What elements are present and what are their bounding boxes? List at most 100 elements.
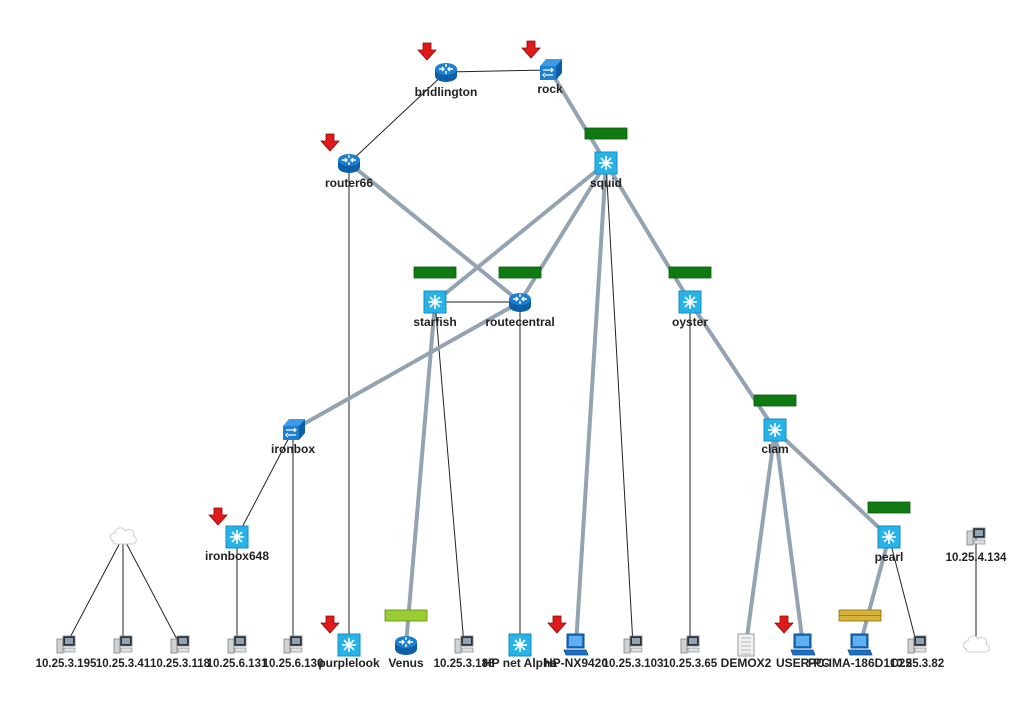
down-arrow-icon [417, 42, 437, 61]
node-bridlington[interactable]: bridlington [415, 42, 478, 99]
link-bridlington-router66[interactable] [348, 71, 447, 164]
node-n_10_25_6_131[interactable]: 10.25.6.131 [207, 635, 268, 670]
status-bar [413, 266, 457, 279]
link-cloud1-n_10_25_3_195[interactable] [65, 536, 124, 646]
node-label: USER-PC [776, 656, 830, 670]
link-starfish-venus[interactable] [404, 301, 437, 646]
node-rock[interactable]: rock [521, 40, 563, 96]
l3-switch-icon [508, 633, 532, 657]
node-label: 10.25.3.188 [434, 658, 495, 670]
node-n_10_25_3_188[interactable]: 10.25.3.188 [434, 635, 495, 670]
cloud-icon [962, 635, 990, 653]
switch-icon [283, 419, 305, 440]
host-icon [227, 635, 247, 654]
node-pearl[interactable]: pearl [867, 501, 911, 564]
node-label: 10.25.4.134 [946, 552, 1007, 564]
node-clam[interactable]: clam [753, 394, 797, 456]
link-routecentral-ironbox[interactable] [292, 300, 521, 432]
node-n_10_25_6_130[interactable]: 10.25.6.130 [263, 635, 324, 670]
links-layer [65, 68, 977, 646]
link-squid-starfish[interactable] [433, 161, 608, 304]
l3-switch-icon [877, 525, 901, 549]
node-label: rock [537, 82, 563, 96]
link-cloud1-n_10_25_3_118[interactable] [122, 536, 181, 646]
link-clam-userpc[interactable] [773, 429, 805, 646]
l3-switch-icon [678, 290, 702, 314]
status-bar [867, 501, 911, 514]
node-label: oyster [672, 315, 708, 329]
node-squid[interactable]: squid [584, 127, 628, 190]
router-icon [509, 293, 531, 312]
node-label: clam [761, 442, 788, 456]
node-label: ironbox [271, 442, 315, 456]
l3-switch-icon [225, 525, 249, 549]
link-router66-routecentral[interactable] [347, 161, 522, 304]
switch-icon [540, 59, 562, 80]
node-venus[interactable]: Venus [384, 609, 428, 670]
node-starfish[interactable]: starfish [413, 266, 457, 329]
node-label: purplelook [318, 656, 380, 670]
link-bridlington-rock[interactable] [445, 69, 551, 73]
host-icon [623, 635, 643, 654]
node-purplelook[interactable]: purplelook [318, 615, 380, 670]
node-n_10_25_4_134[interactable]: 10.25.4.134 [946, 527, 1007, 564]
link-oyster-clam[interactable] [688, 300, 777, 432]
node-label: squid [590, 176, 622, 190]
node-label: 10.25.3.118 [150, 658, 211, 670]
link-ironbox-ironbox648[interactable] [236, 429, 294, 538]
node-ironbox648[interactable]: ironbox648 [205, 507, 269, 563]
link-starfish-n_10_25_3_188[interactable] [434, 301, 465, 646]
node-label: 10.25.6.131 [207, 658, 268, 670]
node-ironbox[interactable]: ironbox [271, 419, 315, 456]
node-label: 10.25.3.195 [36, 658, 97, 670]
node-demox2[interactable]: DEMOX2 [721, 633, 772, 670]
node-cloud2[interactable] [962, 635, 990, 653]
link-squid-n_10_25_3_103[interactable] [605, 162, 634, 646]
link-squid-hpnx[interactable] [574, 162, 608, 646]
status-bar [384, 609, 428, 622]
host-icon [966, 527, 986, 546]
node-label: bridlington [415, 85, 478, 99]
link-clam-pearl[interactable] [773, 428, 891, 539]
node-label: routecentral [485, 315, 554, 329]
down-arrow-icon [547, 615, 567, 634]
link-clam-demox2[interactable] [744, 429, 777, 646]
status-bar [584, 127, 628, 140]
link-rock-squid[interactable] [548, 68, 608, 165]
status-bar [498, 266, 542, 279]
node-n_10_25_3_65[interactable]: 10.25.3.65 [663, 635, 718, 670]
node-label: starfish [413, 315, 456, 329]
node-n_10_25_3_118[interactable]: 10.25.3.118 [150, 635, 211, 670]
node-n_10_25_3_103[interactable]: 10.25.3.103 [603, 635, 664, 670]
node-userpc[interactable]: USER-PC [774, 615, 830, 670]
node-pcima[interactable]: PC-IMA-186D1C25 [808, 609, 912, 670]
host-icon [680, 635, 700, 654]
node-routecentral[interactable]: routecentral [485, 266, 555, 329]
node-label: 10.25.6.130 [263, 658, 324, 670]
router-icon [395, 636, 417, 655]
link-pearl-n_10_25_3_82[interactable] [888, 536, 918, 646]
link-squid-oyster[interactable] [604, 161, 692, 304]
l3-switch-icon [594, 151, 618, 175]
node-cloud1[interactable] [109, 527, 137, 545]
workstation-icon [563, 633, 589, 656]
l3-switch-icon [423, 290, 447, 314]
server-icon [737, 633, 755, 657]
node-hpnx[interactable]: HP-NX9420 [544, 615, 608, 670]
down-arrow-icon [774, 615, 794, 634]
node-n_10_25_3_82[interactable]: 10.25.3.82 [890, 635, 944, 670]
node-n_10_25_3_195[interactable]: 10.25.3.195 [36, 635, 97, 670]
node-hpnet[interactable]: HP net Alpha [483, 633, 557, 670]
node-label: 10.25.3.41 [96, 658, 151, 670]
node-label: router66 [325, 176, 373, 190]
node-oyster[interactable]: oyster [668, 266, 712, 329]
node-label: PC-IMA-186D1C25 [808, 656, 912, 670]
node-label: Venus [388, 656, 424, 670]
status-bar [838, 609, 882, 622]
link-pearl-pcima[interactable] [858, 536, 891, 646]
link-squid-routecentral[interactable] [518, 161, 608, 304]
cloud-icon [109, 527, 137, 545]
node-n_10_25_3_41[interactable]: 10.25.3.41 [96, 635, 151, 670]
node-router66[interactable]: router66 [320, 133, 373, 190]
